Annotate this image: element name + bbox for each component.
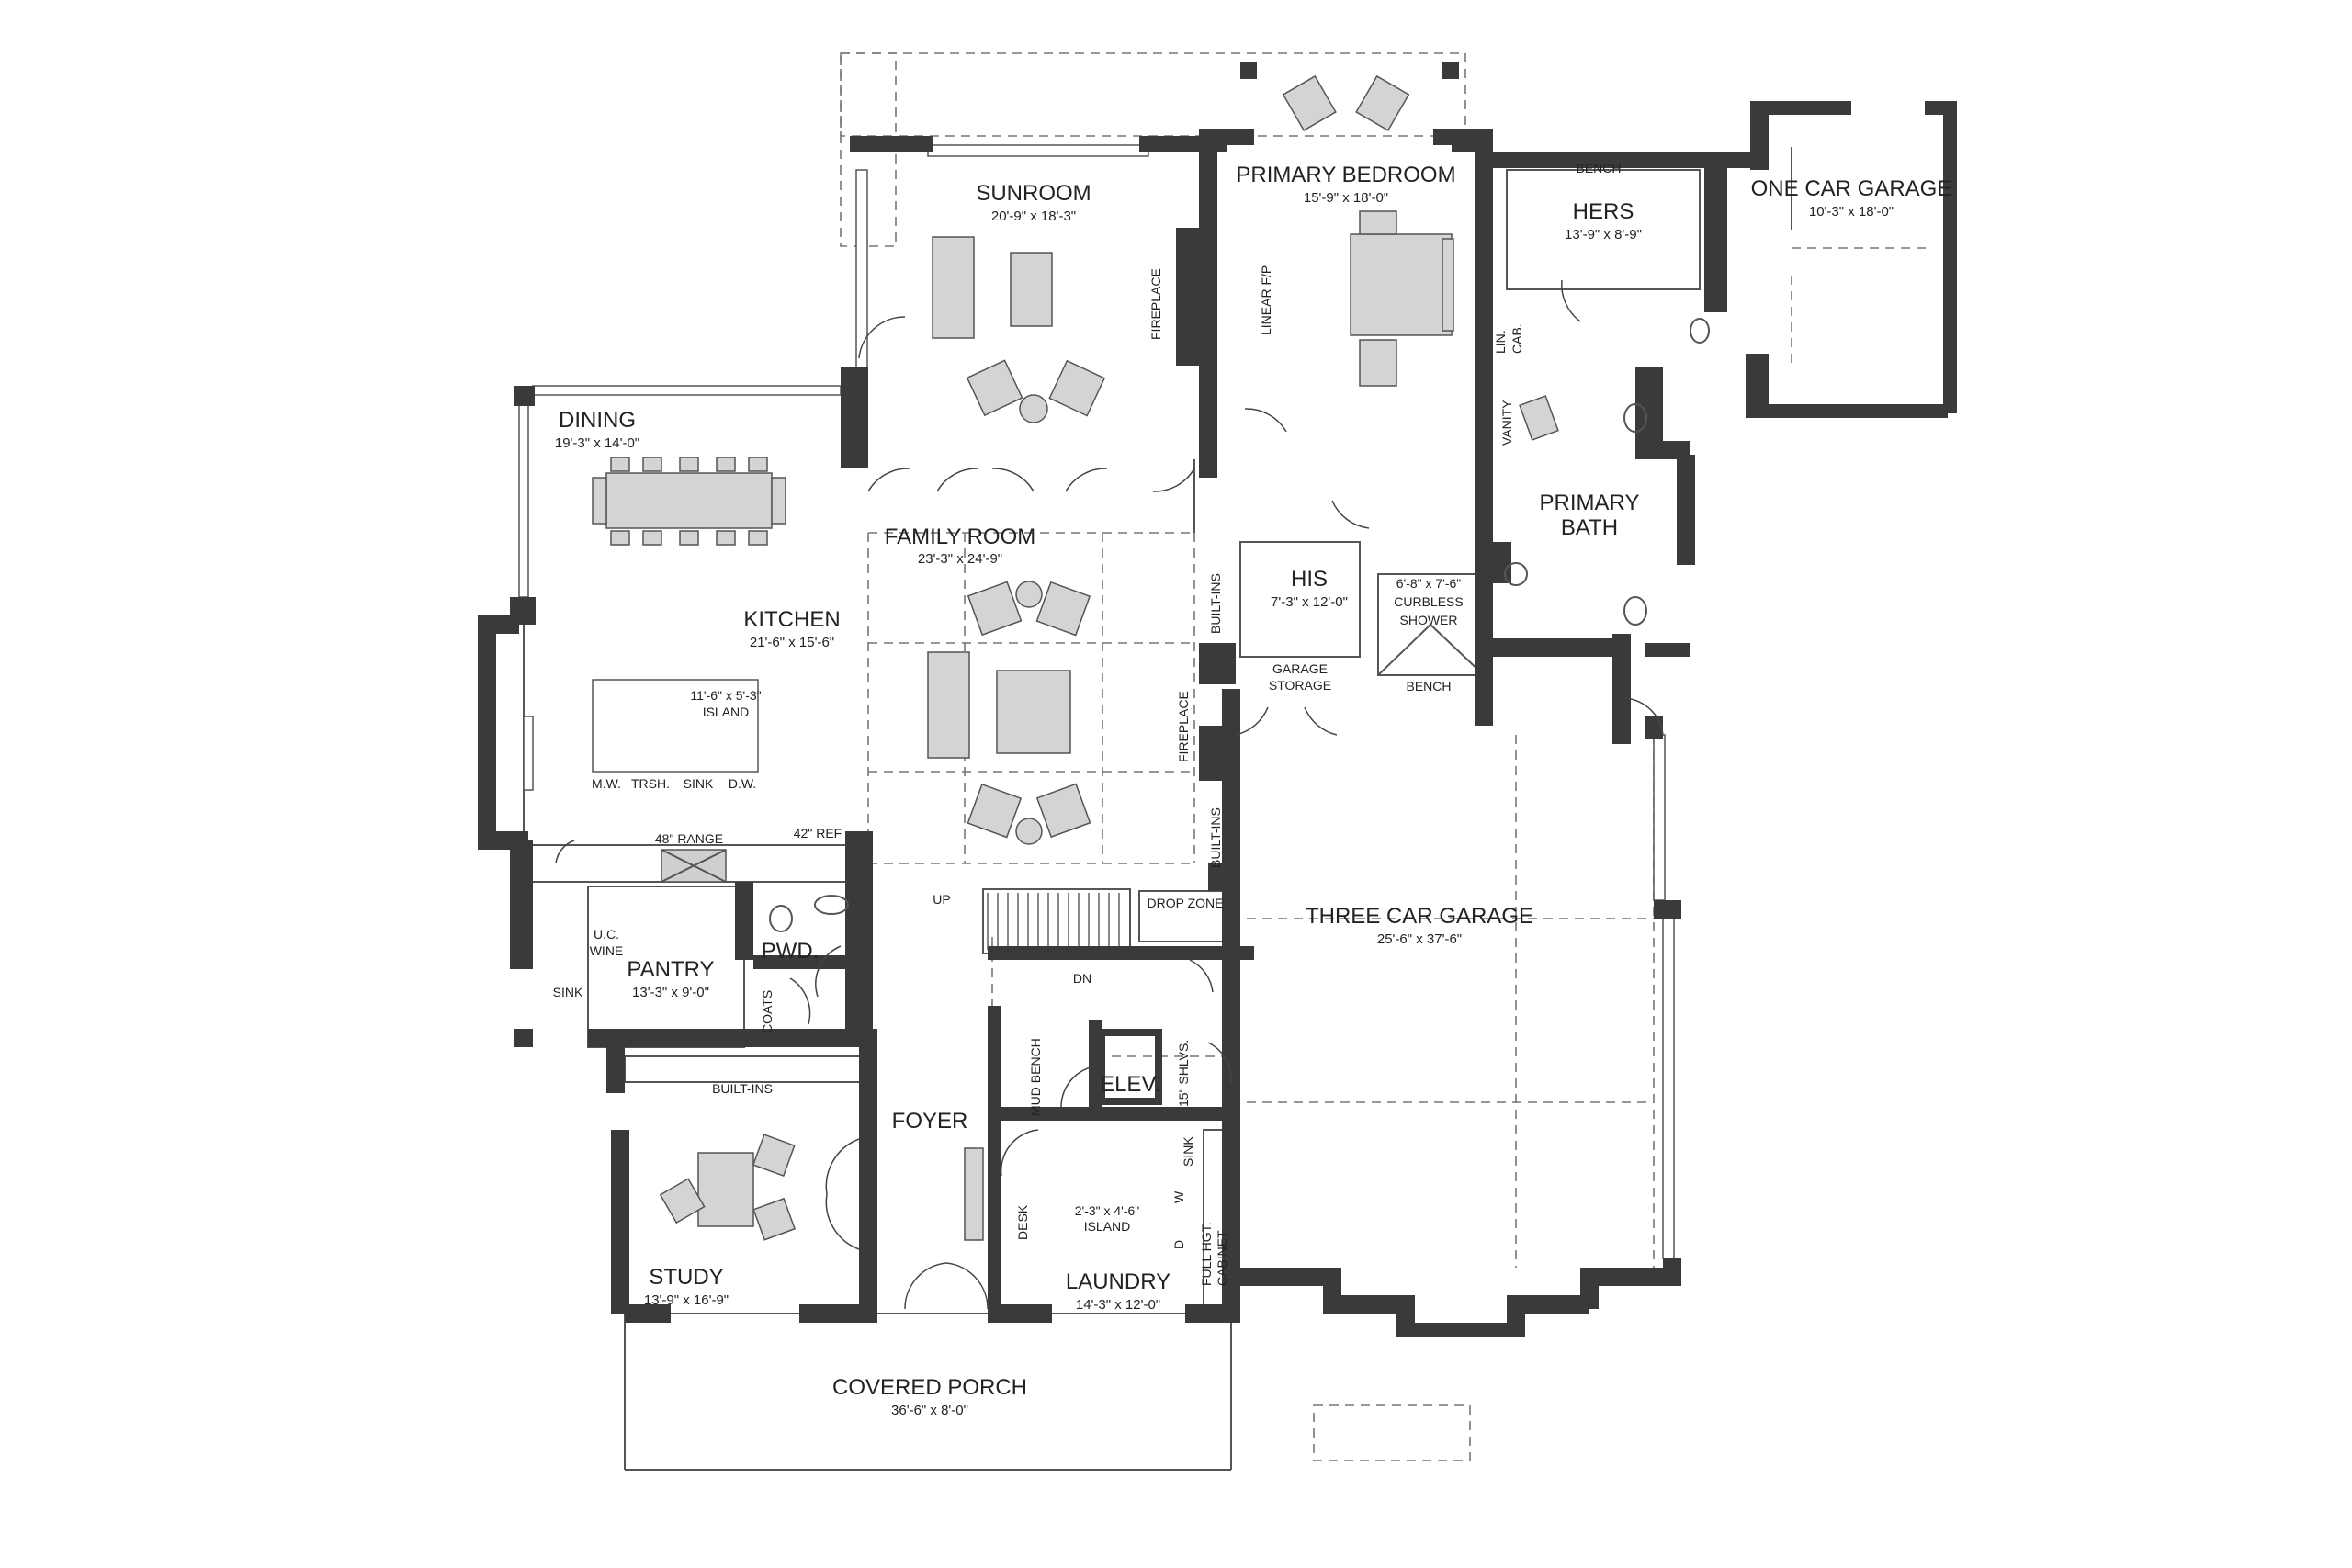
- primary-bath-label: PRIMARY: [1540, 491, 1640, 515]
- up-label: UP: [933, 892, 950, 907]
- full-hgt-cabinet-label: FULL HGT.: [1199, 1223, 1214, 1287]
- fireplace-sunroom-label: FIREPLACE: [1148, 268, 1163, 340]
- sunroom-dims: 20'-9" x 18'-3": [991, 209, 1076, 224]
- pantry-label: PANTRY: [627, 957, 714, 982]
- furniture: [592, 74, 1559, 1241]
- hers-label: HERS: [1573, 199, 1634, 224]
- shower-label-2: SHOWER: [1400, 613, 1458, 627]
- dryer-label: D: [1171, 1240, 1186, 1249]
- primary-bath-label-2: BATH: [1561, 515, 1618, 540]
- his-label: HIS: [1291, 567, 1328, 592]
- fixture-labels: FIREPLACE LINEAR F/P BENCH BENCH LIN. CA…: [553, 161, 1622, 1286]
- family-room-dims: 23'-3" x 24'-9": [918, 551, 1002, 567]
- laundry-dims: 14'-3" x 12'-0": [1076, 1297, 1160, 1313]
- study-label: STUDY: [649, 1265, 723, 1290]
- mw-label: M.W.: [592, 776, 621, 791]
- room-labels: SUNROOM 20'-9" x 18'-3" PRIMARY BEDROOM …: [555, 163, 1951, 1418]
- ref-label: 42" REF: [794, 826, 842, 840]
- sink-laundry-label: SINK: [1181, 1136, 1195, 1167]
- pwd-label: PWD.: [762, 939, 820, 964]
- hers-dims: 13'-9" x 8'-9": [1565, 227, 1642, 243]
- primary-bedroom-dims: 15'-9" x 18'-0": [1304, 190, 1388, 206]
- sink-pantry-label: SINK: [553, 985, 583, 999]
- desk-label: DESK: [1015, 1204, 1030, 1240]
- built-ins-study-label: BUILT-INS: [712, 1081, 773, 1096]
- sink-kitchen-label: SINK: [684, 776, 714, 791]
- island-dims-label: 11'-6" x 5'-3": [690, 688, 761, 703]
- door-swings: [555, 279, 1664, 1310]
- dining-dims: 19'-3" x 14'-0": [555, 435, 639, 451]
- island-label: ISLAND: [703, 705, 750, 719]
- fireplace-family-label: FIREPLACE: [1176, 691, 1191, 762]
- three-car-garage-label: THREE CAR GARAGE: [1306, 904, 1533, 929]
- garage-storage-label-2: STORAGE: [1269, 678, 1331, 693]
- shower-label: CURBLESS: [1394, 594, 1463, 609]
- shower-dims: 6'-8" x 7'-6": [1396, 576, 1462, 591]
- sunroom-label: SUNROOM: [976, 181, 1091, 206]
- uc-wine-label: U.C.: [594, 927, 619, 942]
- his-dims: 7'-3" x 12'-0": [1271, 594, 1348, 610]
- full-hgt-cabinet-label-2: CABINET: [1215, 1230, 1229, 1286]
- bench-hers-label: BENCH: [1576, 161, 1621, 175]
- lin-cab-label-2: CAB.: [1510, 323, 1524, 354]
- vanity-label: VANITY: [1499, 400, 1514, 446]
- uc-wine-label-2: WINE: [590, 943, 624, 958]
- mud-bench-label: MUD BENCH: [1028, 1038, 1043, 1116]
- elev-label: ELEV.: [1100, 1072, 1160, 1097]
- drop-zone-label: DROP ZONE: [1148, 896, 1224, 910]
- trsh-label: TRSH.: [631, 776, 670, 791]
- washer-label: W: [1171, 1190, 1186, 1203]
- stair-treads: [987, 893, 1120, 950]
- primary-bedroom-label: PRIMARY BEDROOM: [1236, 163, 1455, 187]
- coats-label: COATS: [760, 990, 775, 1033]
- one-car-garage-dims: 10'-3" x 18'-0": [1809, 204, 1894, 220]
- covered-porch-label: COVERED PORCH: [832, 1375, 1027, 1400]
- pantry-dims: 13'-3" x 9'-0": [632, 985, 709, 1000]
- bench-shower-label: BENCH: [1406, 679, 1451, 694]
- laundry-label: LAUNDRY: [1066, 1269, 1170, 1294]
- covered-porch-dims: 36'-6" x 8'-0": [891, 1403, 968, 1418]
- kitchen-label: KITCHEN: [743, 607, 840, 632]
- three-car-garage-dims: 25'-6" x 37'-6": [1377, 931, 1462, 947]
- family-room-label: FAMILY ROOM: [885, 525, 1035, 549]
- linear-fp-label: LINEAR F/P: [1259, 265, 1273, 335]
- built-ins-lower-label: BUILT-INS: [1208, 807, 1223, 868]
- foyer-label: FOYER: [892, 1109, 968, 1134]
- laundry-island-dims-label: 2'-3" x 4'-6": [1075, 1203, 1140, 1218]
- garage-storage-label: GARAGE: [1272, 661, 1328, 676]
- range-label: 48" RANGE: [655, 831, 723, 846]
- dn-label: DN: [1073, 971, 1091, 986]
- dining-label: DINING: [559, 408, 636, 433]
- one-car-garage-label: ONE CAR GARAGE: [1751, 176, 1952, 201]
- fixtures-shapes: [661, 318, 1710, 932]
- shlvs-label: 15" SHLVS.: [1176, 1040, 1191, 1107]
- kitchen-dims: 21'-6" x 15'-6": [750, 635, 834, 650]
- lin-cab-label: LIN.: [1493, 330, 1508, 354]
- laundry-island-label: ISLAND: [1084, 1219, 1131, 1234]
- study-dims: 13'-9" x 16'-9": [644, 1292, 729, 1308]
- built-ins-upper-label: BUILT-INS: [1208, 573, 1223, 634]
- dw-label: D.W.: [729, 776, 756, 791]
- exterior-walls: [478, 62, 1957, 1337]
